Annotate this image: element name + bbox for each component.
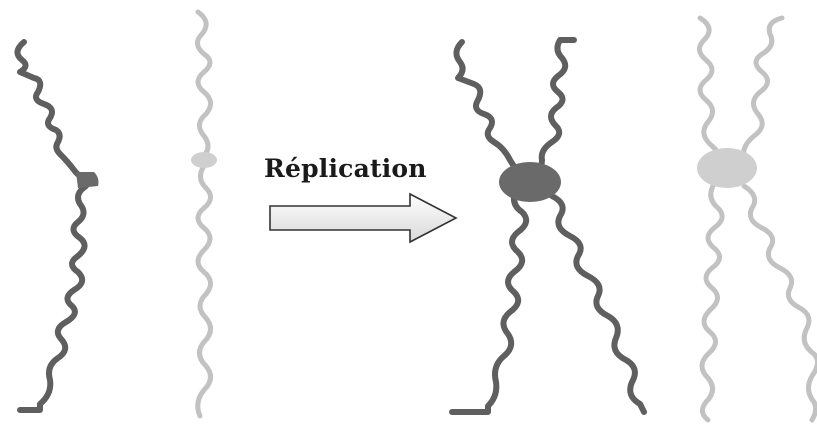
light-chromatid-strand <box>195 9 213 159</box>
light-chromatid-a-upper <box>697 15 722 165</box>
dark-chromatid-a-lower <box>449 187 530 415</box>
dark-chromatid-b-upper <box>533 37 577 179</box>
dark-chromatid-b-lower <box>549 193 647 415</box>
light-chromatid-a-lower <box>699 181 725 423</box>
replication-arrow <box>269 192 458 244</box>
dark-centromere <box>76 172 99 188</box>
dark-chromosome-replicated <box>449 37 647 415</box>
light-chromosome-replicated <box>697 15 817 423</box>
light-centromere <box>191 152 217 168</box>
dark-chromatid-strand <box>14 39 89 181</box>
light-centromere-replicated <box>697 148 757 188</box>
replication-label: Réplication <box>264 154 427 183</box>
dark-chromosome-single <box>14 39 99 413</box>
dark-chromatid-strand-lower <box>17 183 89 413</box>
light-chromatid-b-upper <box>737 15 785 169</box>
light-chromatid-b-lower <box>741 183 817 423</box>
dark-centromere-replicated <box>499 162 561 202</box>
light-chromatid-strand-lower <box>195 163 213 419</box>
dark-chromatid-a-upper <box>453 39 525 179</box>
light-chromosome-single <box>191 9 217 419</box>
